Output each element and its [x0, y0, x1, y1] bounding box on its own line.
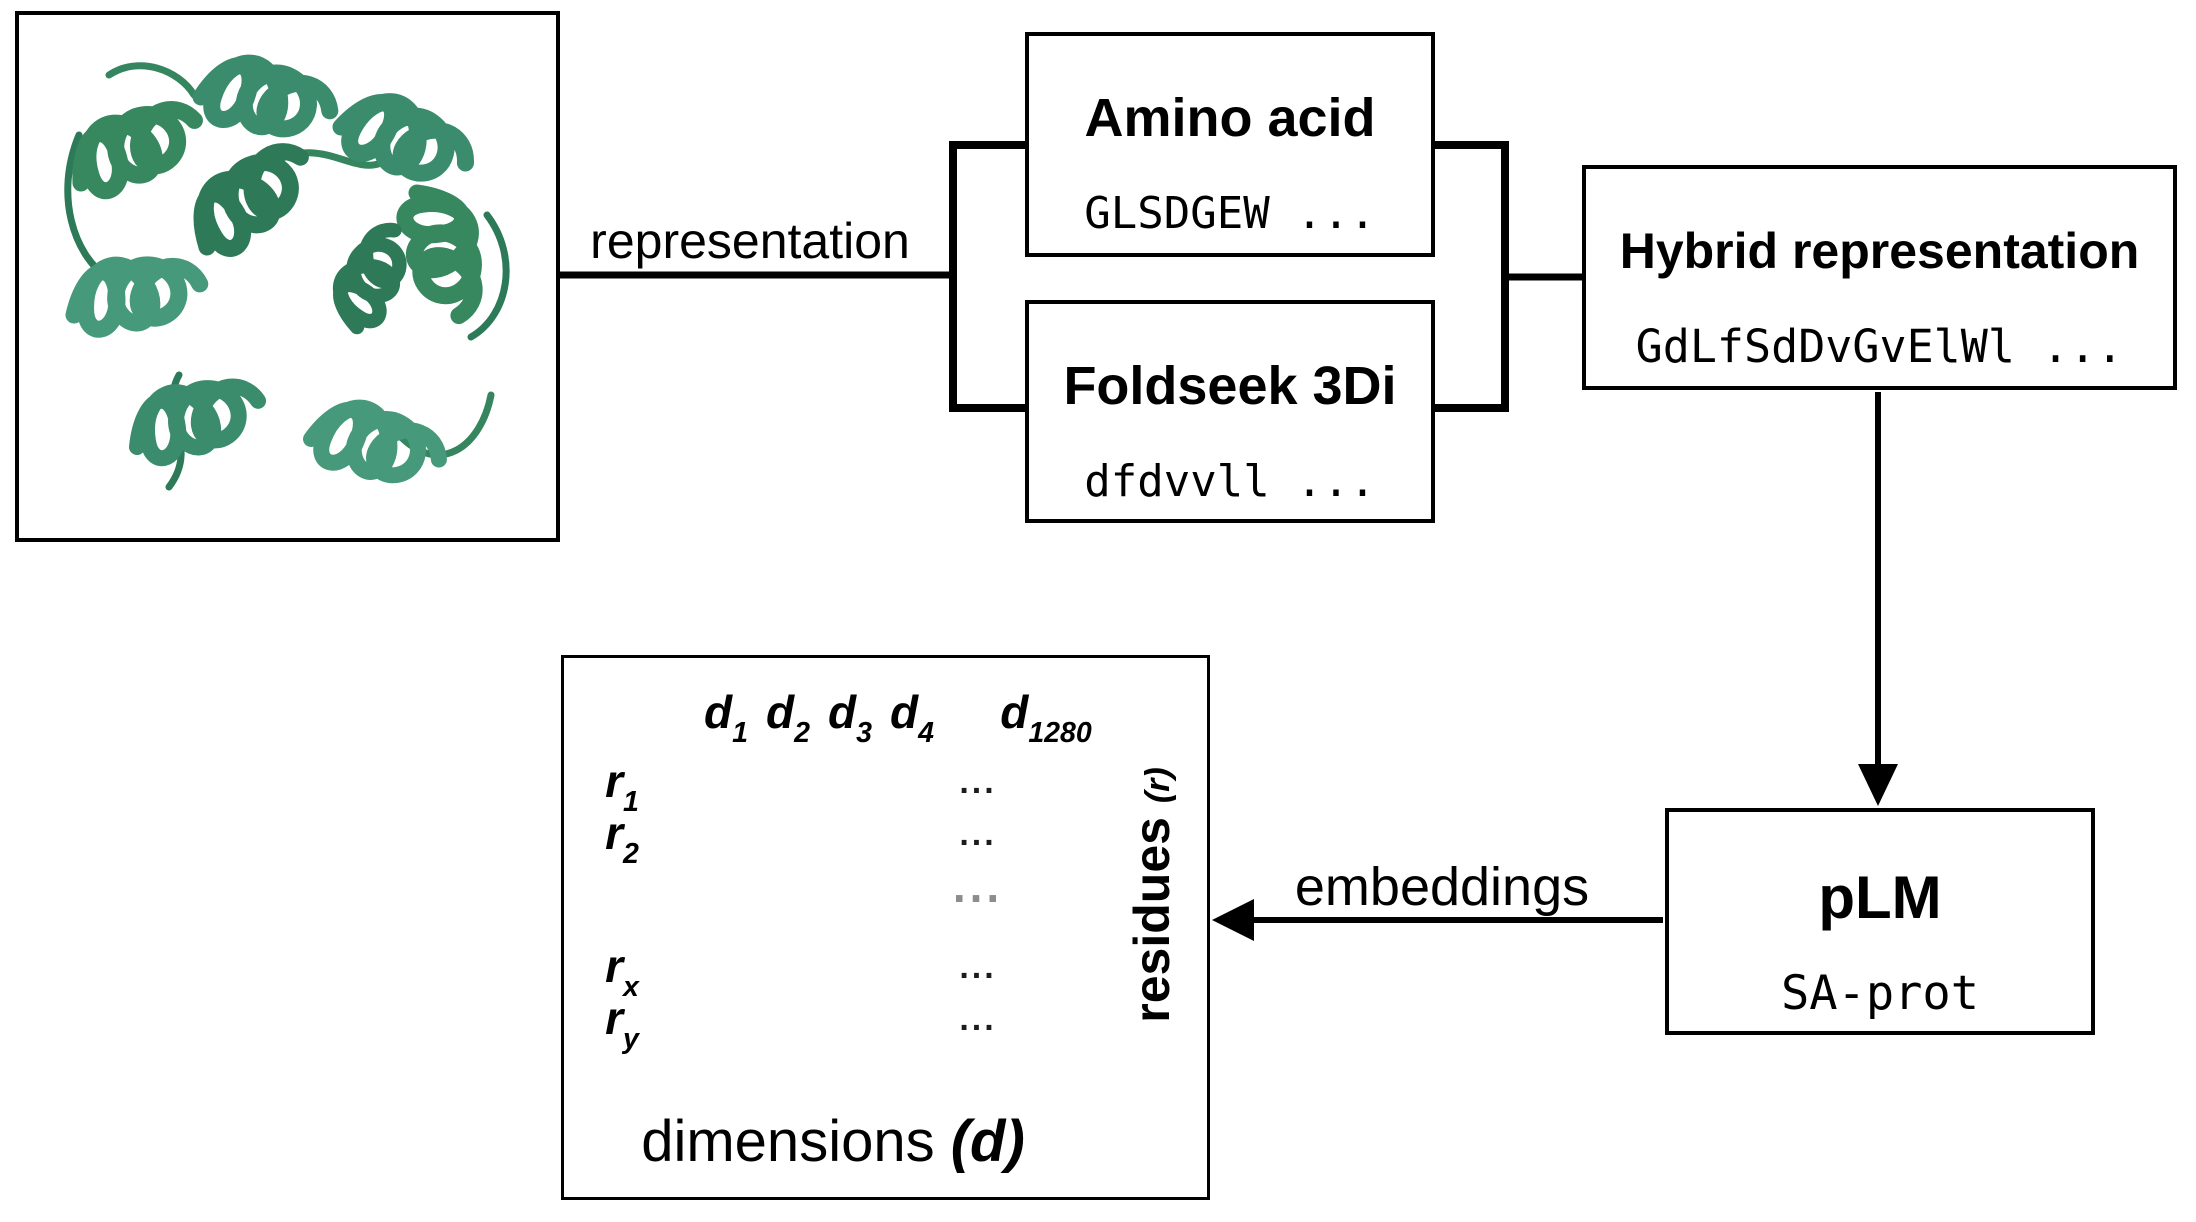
row-ellipsis-r2: ...: [959, 815, 997, 853]
dimensions-axis-symbol: (d): [950, 1109, 1025, 1174]
embeddings-arrowhead: [1212, 899, 1254, 941]
residues-axis-label: residues (r): [1124, 767, 1180, 1023]
hybrid-representation-title: Hybrid representation: [1619, 223, 2140, 279]
amino-acid-box: Amino acid GLSDGEW ...: [1025, 32, 1435, 257]
matrix-row-label-rx: rx: [605, 940, 639, 1003]
matrix-col-label-d1: d1: [704, 686, 748, 749]
matrix-col-label-d4: d4: [890, 686, 934, 749]
matrix-row-label-r1: r1: [605, 755, 639, 818]
matrix-col-label-d2: d2: [766, 686, 810, 749]
representation-label: representation: [590, 213, 910, 269]
center-ellipsis: ...: [952, 860, 1004, 912]
amino-acid-sequence: GLSDGEW ...: [1084, 188, 1376, 239]
foldseek-3di-title: Foldseek 3Di: [1063, 356, 1397, 416]
hybrid-to-plm-arrowhead: [1858, 764, 1898, 806]
hybrid-representation-box: Hybrid representation GdLfSdDvGvElWl ...: [1582, 165, 2177, 390]
embeddings-label: embeddings: [1294, 857, 1590, 917]
matrix-col-label-d3: d3: [828, 686, 872, 749]
protein-ribbon-illustration: [19, 15, 510, 538]
matrix-col-label-d1280: d1280: [1000, 686, 1092, 749]
row-ellipsis-ry: ...: [959, 1000, 997, 1038]
amino-acid-title: Amino acid: [1084, 88, 1376, 148]
residues-axis-symbol: (r): [1139, 767, 1177, 804]
split-bracket-left: [949, 141, 1025, 412]
matrix-row-label-ry: ry: [605, 992, 639, 1055]
merge-bracket-right: [1435, 141, 1509, 412]
row-ellipsis-r1: ...: [959, 763, 997, 801]
embeddings-matrix-box: [561, 655, 1210, 1200]
matrix-row-label-r2: r2: [605, 807, 639, 870]
protein-structure-box: [15, 11, 560, 542]
dimensions-axis-label: dimensions (d): [641, 1109, 1025, 1174]
plm-model-name: SA-prot: [1780, 966, 1980, 1021]
plm-title: pLM: [1818, 864, 1942, 931]
plm-box: pLM SA-prot: [1665, 808, 2095, 1035]
foldseek-3di-box: Foldseek 3Di dfdvvll ...: [1025, 300, 1435, 523]
row-ellipsis-rx: ...: [959, 948, 997, 986]
hybrid-representation-sequence: GdLfSdDvGvElWl ...: [1635, 320, 2124, 373]
foldseek-3di-sequence: dfdvvll ...: [1084, 456, 1376, 507]
